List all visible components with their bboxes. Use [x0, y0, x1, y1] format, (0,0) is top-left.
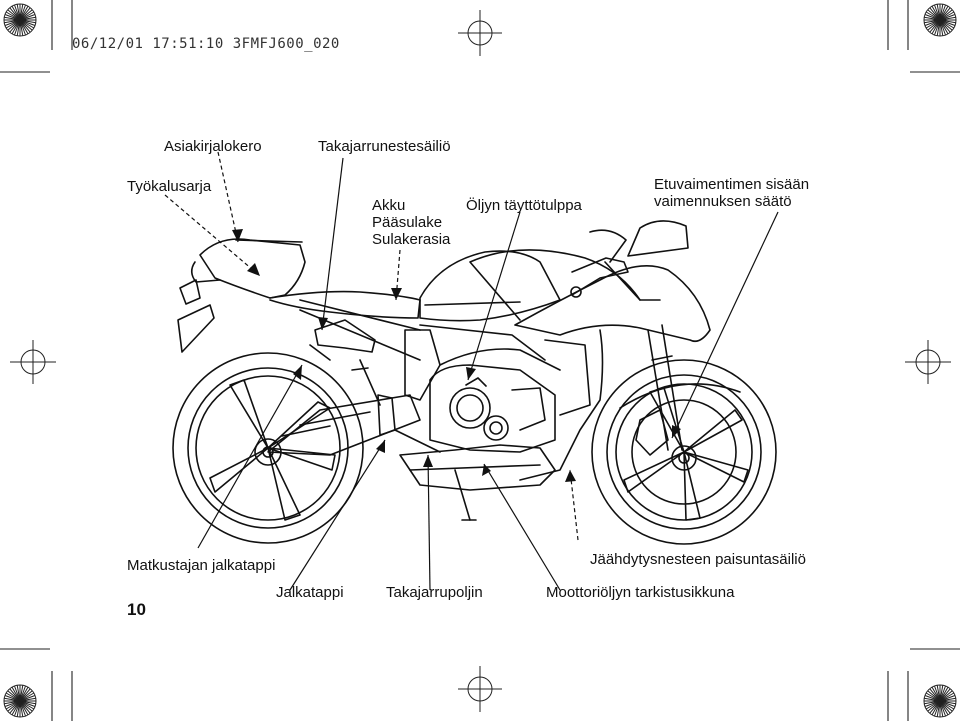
label-rear-brake-reservoir: Takajarrunestesäiliö: [318, 138, 451, 155]
label-coolant-reserve-tank: Jäähdytysnesteen paisuntasäiliö: [590, 551, 806, 568]
leader-arrowheads: [232, 229, 681, 482]
label-oil-check-window: Moottoriöljyn tarkistusikkuna: [546, 584, 735, 601]
label-fuse-box: Sulakerasia: [372, 231, 451, 248]
label-battery: Akku: [372, 197, 406, 214]
registration-mark-bottom-icon: [458, 666, 502, 712]
registration-mark-top-icon: [458, 10, 502, 56]
print-stamp: 06/12/01 17:51:10 3FMFJ600_020: [72, 36, 340, 52]
leader-lines: [164, 151, 779, 591]
label-oil-filler-cap: Öljyn täyttötulppa: [466, 197, 582, 214]
label-document-compartment: Asiakirjalokero: [164, 138, 262, 155]
label-footpeg: Jalkatappi: [276, 584, 344, 601]
registration-mark-left-icon: [10, 340, 56, 384]
motorcycle-outline: [172, 220, 777, 545]
label-rear-brake-pedal: Takajarrupoljin: [386, 584, 483, 601]
label-passenger-footpeg: Matkustajan jalkatappi: [127, 557, 276, 574]
label-main-fuse: Pääsulake: [372, 214, 443, 231]
starburst-mark-icon: [923, 684, 957, 718]
starburst-mark-icon: [3, 684, 37, 718]
starburst-mark-icon: [3, 3, 37, 37]
label-front-damping-line2: vaimennuksen säätö: [654, 193, 792, 210]
label-tool-kit: Työkalusarja: [127, 178, 212, 195]
registration-mark-right-icon: [905, 340, 951, 384]
page-number: 10: [127, 600, 146, 619]
starburst-mark-icon: [923, 3, 957, 37]
label-front-damping-line1: Etuvaimentimen sisään: [654, 176, 810, 193]
